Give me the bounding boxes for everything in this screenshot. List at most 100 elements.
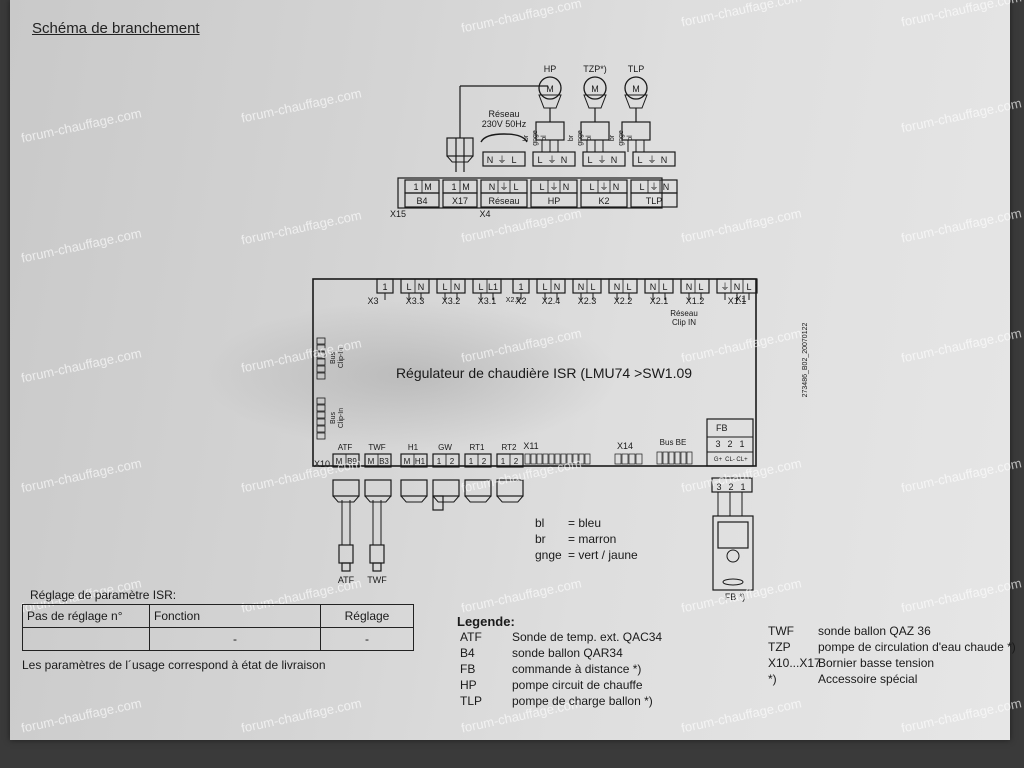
remote-unit [712,515,754,591]
regulator-box [312,278,757,467]
legend-code: ATF [460,630,482,644]
pump-plug-pin: L [587,155,592,165]
label-x4: X4 [479,209,490,219]
top-terminal-pin: ⏚ [549,182,558,192]
fb-pin: 1 [739,439,744,449]
fb-plug-pin: 1 [740,482,745,492]
label-bus-be: Bus BE [660,438,687,447]
reg-top-pin: L [698,282,703,292]
pump-plug-pin: L [637,155,642,165]
reg-top-pin: N [454,282,461,292]
connector-skirt [496,495,524,503]
legend-code: HP [460,678,477,692]
legend-description: pompe circuit de chauffe [512,678,643,692]
bus-clip-pin [316,397,326,405]
reg-top-label-3: X3.1 [478,296,497,306]
legend-code: B4 [460,646,475,660]
reg-top-label-4: X2 [515,296,526,306]
color-legend-meaning-2: = vert / jaune [568,548,638,562]
reg-top-pin: N [554,282,561,292]
bus-clip-pin [316,425,326,433]
reg-bottom-pin: H1 [415,457,426,466]
top-terminal-pin: 1 [413,182,418,192]
reg-top-pin: N [734,282,741,292]
pump-plug-0 [532,151,576,167]
pump-plug-pin: N [611,155,618,165]
reg-top-pin: L [442,282,447,292]
x11-pin [536,453,543,465]
x11-pin [584,453,591,465]
legend-description: sonde ballon QAZ 36 [818,624,931,638]
color-legend-code-2: gnge [535,548,562,562]
reg-top-label-8: X2.1 [650,296,669,306]
top-terminal-pin: M [462,182,470,192]
x14-pin [635,453,643,465]
remote-base [722,578,744,586]
reg-top-label-10: X1.1 [728,296,747,306]
legend-description: pompe de circulation d'eau chaude *) [818,640,1016,654]
legend-code: TZP [768,640,791,654]
wire-color-label: br [568,134,575,141]
top-terminal-pin: M [424,182,432,192]
reg-bottom-plug-3 [432,479,460,497]
reg-bottom-plug-1 [364,479,392,497]
top-terminal-label-box-3 [530,192,578,208]
wire-color-label: bl [586,135,593,141]
legend-code: TWF [768,624,794,638]
x11-pin [524,453,531,465]
mains-pin: L [511,155,516,165]
fb-plug-pin: 3 [716,482,721,492]
reg-bottom-pin: 2 [450,457,455,466]
fb-plug-pin: 2 [728,482,733,492]
x11-pin [530,453,537,465]
bus-clip-pin [316,351,326,359]
wire-color-label: gnge [532,130,539,146]
bus-be-pin [680,451,687,465]
legend-description: commande à distance *) [512,662,642,676]
sensor-atf-tip [341,562,351,572]
pump-body-icon [624,94,648,109]
reg-top-pin: L [626,282,631,292]
page-title: Schéma de branchement [32,20,200,37]
bus-be-pin [668,451,675,465]
top-terminal-label-box-0 [404,192,440,208]
reg-bottom-pin: M [336,457,343,466]
top-terminal-label-5: TLP [646,196,663,206]
reg-top-pin: N [686,282,693,292]
sensor-atf-body [338,544,354,564]
legend-description: pompe de charge ballon *) [512,694,653,708]
color-legend-meaning-0: = bleu [568,516,602,530]
pump-plug-2 [632,151,676,167]
top-terminal-label-box-2 [480,192,528,208]
top-terminal-label-3: HP [548,196,561,206]
pump-label-0: HP [544,64,557,74]
bus-clip-pin [316,432,326,440]
reg-top-pin: L1 [488,282,498,292]
sensor-twf-tip [372,562,382,572]
pump-plug-pin: ⏚ [647,155,656,165]
bus-clip-pin [316,337,326,345]
pump-motor-icon [538,76,562,100]
reg-top-pin: N [418,282,425,292]
pump-label-1: TZP*) [583,64,607,74]
top-terminal-pin: N [663,182,670,192]
top-terminal-pin: L [639,182,644,192]
x11-pin [578,453,585,465]
wire-color-label: br [523,134,530,141]
settings-header-setting: Réglage [320,604,414,628]
remote-knob-icon [726,549,740,563]
top-terminal-pin: N [563,182,570,192]
reg-top-pin: 1 [518,282,523,292]
label-x11: X11 [523,441,538,451]
color-legend-code-0: bl [535,516,545,530]
x14-pin [614,453,622,465]
x17-plug [446,137,474,157]
reg-top-pin: N [614,282,621,292]
wire-color-label: gnge [577,130,584,146]
connector-skirt [432,495,460,503]
reg-top-label-2: X3.2 [442,296,461,306]
legend-title: Legende: [457,614,515,629]
connector-skirt [364,495,392,503]
legend-code: X10...X17 [768,656,821,670]
reg-bottom-pin: 1 [437,457,442,466]
